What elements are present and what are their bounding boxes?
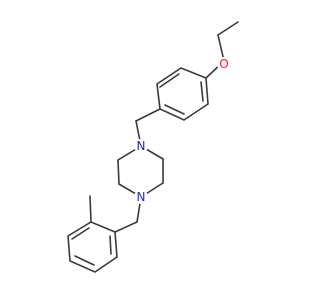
oxygen-atom: O (217, 57, 231, 71)
bond-c2-c3 (117, 159, 120, 185)
top-ring-inner-bond-3 (200, 81, 204, 102)
nitrogen-atom-top: N (134, 139, 148, 153)
bottom-ring-inner-bond-2 (74, 255, 95, 266)
bond-methyl (89, 195, 92, 223)
structure-canvas: O N N (67, 21, 239, 273)
top-ring-inner-bond-2 (164, 104, 185, 115)
top-benzene-ring (156, 67, 209, 121)
molecule-diagram: O N N (67, 21, 239, 273)
oxygen-label: O (219, 57, 228, 71)
nitrogen-atom-bottom: N (134, 190, 148, 204)
top-ring-inner-bond-1 (159, 73, 180, 88)
bottom-ring-inner-bond-1 (71, 227, 90, 240)
bond-ch2-lower-ring (114, 221, 138, 233)
bond-ethyl-ch3-ch2 (217, 21, 239, 36)
nitrogen-bottom-label: N (137, 190, 146, 204)
bottom-ring-inner-bond-3 (109, 235, 112, 255)
nitrogen-top-label: N (137, 139, 146, 153)
bond-ethyl-ch2-o (217, 34, 225, 62)
bond-ring-ch2 (135, 108, 161, 122)
